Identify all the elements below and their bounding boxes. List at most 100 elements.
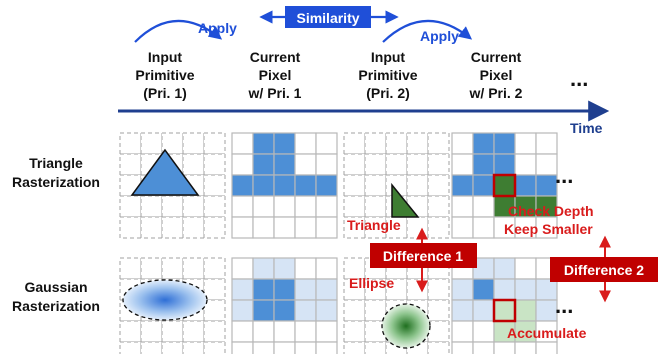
keep-smaller-annotation: Keep Smaller [504, 221, 593, 237]
pixel-cell [315, 153, 338, 176]
difference-1-label: Difference 1 [383, 248, 463, 264]
pixel-cell [514, 341, 537, 359]
column-header-line: Primitive [135, 67, 194, 83]
pixel-cell [294, 257, 317, 280]
pixel-cell [161, 320, 184, 343]
pixel-cell [451, 174, 474, 197]
pixel-cell [535, 132, 558, 155]
pixel-cell [427, 174, 450, 197]
pixel-cell [472, 320, 495, 343]
pixel-cell [119, 257, 142, 280]
pixel-cell [472, 153, 495, 176]
check-depth-annotation: Check Depth [508, 203, 594, 219]
pixel-cell [119, 132, 142, 155]
highlighted-pixel [492, 173, 517, 198]
pixel-cell [472, 216, 495, 239]
pixel-cell [535, 341, 558, 359]
pixel-cell [343, 341, 366, 359]
column-header-4: Current Pixel w/ Pri. 2 [469, 49, 523, 101]
pixel-cell [203, 341, 226, 359]
pixel-cell [343, 153, 366, 176]
row-label-line: Gaussian [24, 279, 87, 295]
column-header-line: (Pri. 1) [143, 85, 187, 101]
pixel-cell [182, 320, 205, 343]
triangle-primitive [130, 148, 200, 196]
header-ellipsis: ... [570, 66, 588, 91]
pixel-cell [364, 341, 387, 359]
pixel-cell [451, 153, 474, 176]
pixel-cell [472, 341, 495, 359]
pixel-cell [427, 216, 450, 239]
pixel-cell [451, 341, 474, 359]
pixel-cell [252, 278, 275, 301]
pixel-cell [161, 195, 184, 218]
pixel-cell [472, 299, 495, 322]
pixel-cell [231, 174, 254, 197]
gaussian-primitive [122, 279, 208, 321]
pixel-cell [273, 132, 296, 155]
pixel-cell [451, 216, 474, 239]
pixel-cell [493, 299, 516, 322]
pixel-cell [294, 174, 317, 197]
pixel-cell [231, 299, 254, 322]
pixel-cell [514, 299, 537, 322]
grid-current-triangle [231, 132, 338, 239]
grid-current-triangle-2 [451, 132, 558, 239]
column-header-2: Current Pixel w/ Pri. 1 [248, 49, 302, 101]
pixel-cell [535, 299, 558, 322]
pixel-cell [294, 216, 317, 239]
pixel-cell [161, 216, 184, 239]
similarity-label: Similarity [296, 10, 359, 26]
pixel-cell [273, 257, 296, 280]
apply-arrow-1 [134, 19, 223, 43]
pixel-cell [315, 174, 338, 197]
difference-2-label: Difference 2 [564, 262, 644, 278]
pixel-cell [364, 132, 387, 155]
pixel-cell [182, 341, 205, 359]
pixel-cell [203, 132, 226, 155]
pixel-cell [406, 278, 429, 301]
triangle-primitive-2 [391, 182, 420, 218]
pixel-cell [203, 174, 226, 197]
pixel-cell [231, 132, 254, 155]
pixel-cell [203, 257, 226, 280]
column-header-3: Input Primitive (Pri. 2) [358, 49, 417, 101]
pixel-cell [427, 195, 450, 218]
pixel-cell [385, 132, 408, 155]
pixel-cell [493, 278, 516, 301]
pixel-cell [514, 257, 537, 280]
pixel-cell [203, 195, 226, 218]
pixel-cell [294, 320, 317, 343]
pixel-cell [364, 299, 387, 322]
pixel-cell [514, 132, 537, 155]
pixel-cell [273, 153, 296, 176]
pixel-cell [161, 341, 184, 359]
pixel-cell [493, 174, 516, 197]
pixel-cell [493, 153, 516, 176]
pixel-cell [343, 299, 366, 322]
column-header-line: Primitive [358, 67, 417, 83]
pixel-cell [294, 153, 317, 176]
pixel-cell [231, 216, 254, 239]
column-header-line: Input [371, 49, 406, 65]
highlighted-pixel [492, 298, 517, 323]
pixel-cell [315, 257, 338, 280]
pixel-cell [161, 257, 184, 280]
apply-arrow-2 [382, 19, 473, 43]
pixel-cell [252, 132, 275, 155]
column-header-line: w/ Pri. 2 [469, 85, 523, 101]
apply-label-1: Apply [198, 20, 237, 36]
pixel-cell [343, 320, 366, 343]
pixel-cell [535, 174, 558, 197]
row-label-line: Triangle [29, 155, 83, 171]
pixel-cell [451, 299, 474, 322]
row-label-line: Rasterization [12, 298, 100, 314]
pixel-cell [514, 153, 537, 176]
pixel-cell [364, 153, 387, 176]
pixel-cell [315, 320, 338, 343]
pixel-cell [343, 174, 366, 197]
pixel-cell [427, 278, 450, 301]
pixel-cell [472, 174, 495, 197]
pixel-cell [294, 299, 317, 322]
